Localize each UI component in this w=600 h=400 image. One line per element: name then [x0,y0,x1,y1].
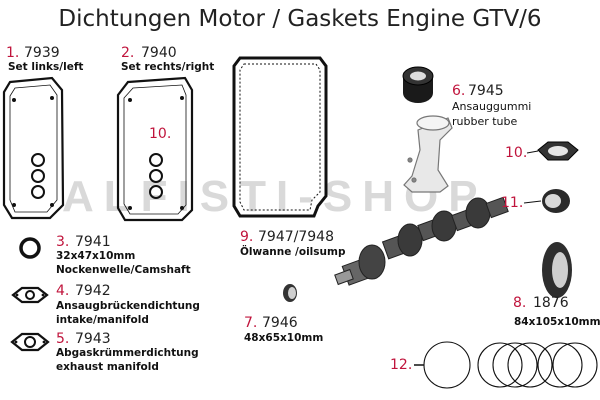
item-2-desc: Set rechts/right [121,61,215,73]
item-8-code: 1876 [533,295,569,311]
crankshaft-icon [334,196,509,286]
item-6-number: 6. [452,83,466,99]
item-6-desc: Ansauggummi [452,100,532,113]
item-4-number: 4. [56,283,70,299]
crankshaft-seal-small-icon [283,284,297,302]
o-rings-icon [414,341,598,389]
camshaft-seal-icon [19,237,41,259]
item-2-code: 7940 [141,45,177,61]
item-7-number: 7. [244,315,258,331]
item-2-callout: 10. [149,126,172,142]
item-3-number: 3. [56,234,70,250]
item-3-desc: Nockenwelle/Camshaft [56,264,191,276]
item-9-desc: Ölwanne /oilsump [240,246,346,258]
exhaust-gasket-icon [10,332,50,352]
item-10-number: 10. [505,145,528,161]
item-12-number: 12. [390,357,413,373]
item-3-code: 7941 [75,234,111,250]
item-1-desc: Set links/left [8,61,84,73]
intake-pipe-icon [403,115,453,193]
intake-gasket-icon [11,286,49,304]
item-9-number: 9. [240,229,254,245]
item-6-code: 7945 [468,83,504,99]
item-11-number: 11. [501,195,524,211]
crankshaft-seal-large-icon [542,242,572,298]
gasket-set-right-icon [116,76,194,222]
callout-line-10 [526,150,539,154]
large-seal-icon [537,141,579,161]
item-6-desc2: rubber tube [452,115,518,128]
item-9-code: 7947/7948 [258,229,334,245]
item-7-code: 7946 [262,315,298,331]
item-3-size: 32x47x10mm [56,250,136,262]
item-4-desc2: intake/manifold [56,314,149,326]
callout-line-11 [523,200,542,204]
item-5-desc: Abgaskrümmerdichtung [56,347,199,359]
item-5-number: 5. [56,331,70,347]
item-7-size: 48x65x10mm [244,332,324,344]
gasket-set-left-icon [2,76,65,220]
item-8-number: 8. [513,295,527,311]
item-5-code: 7943 [75,331,111,347]
item-2-number: 2. [121,45,135,61]
oilsump-gasket-icon [232,56,328,218]
item-8-size: 84x105x10mm [514,316,600,328]
page-title: Dichtungen Motor / Gaskets Engine GTV/6 [58,6,542,32]
item-1-code: 7939 [24,45,60,61]
rubber-tube-icon [402,66,434,103]
item-1-number: 1. [6,45,20,61]
seal-11-icon [542,189,570,213]
item-5-desc2: exhaust manifold [56,361,159,373]
item-4-code: 7942 [75,283,111,299]
item-4-desc: Ansaugbrückendichtung [56,300,200,312]
